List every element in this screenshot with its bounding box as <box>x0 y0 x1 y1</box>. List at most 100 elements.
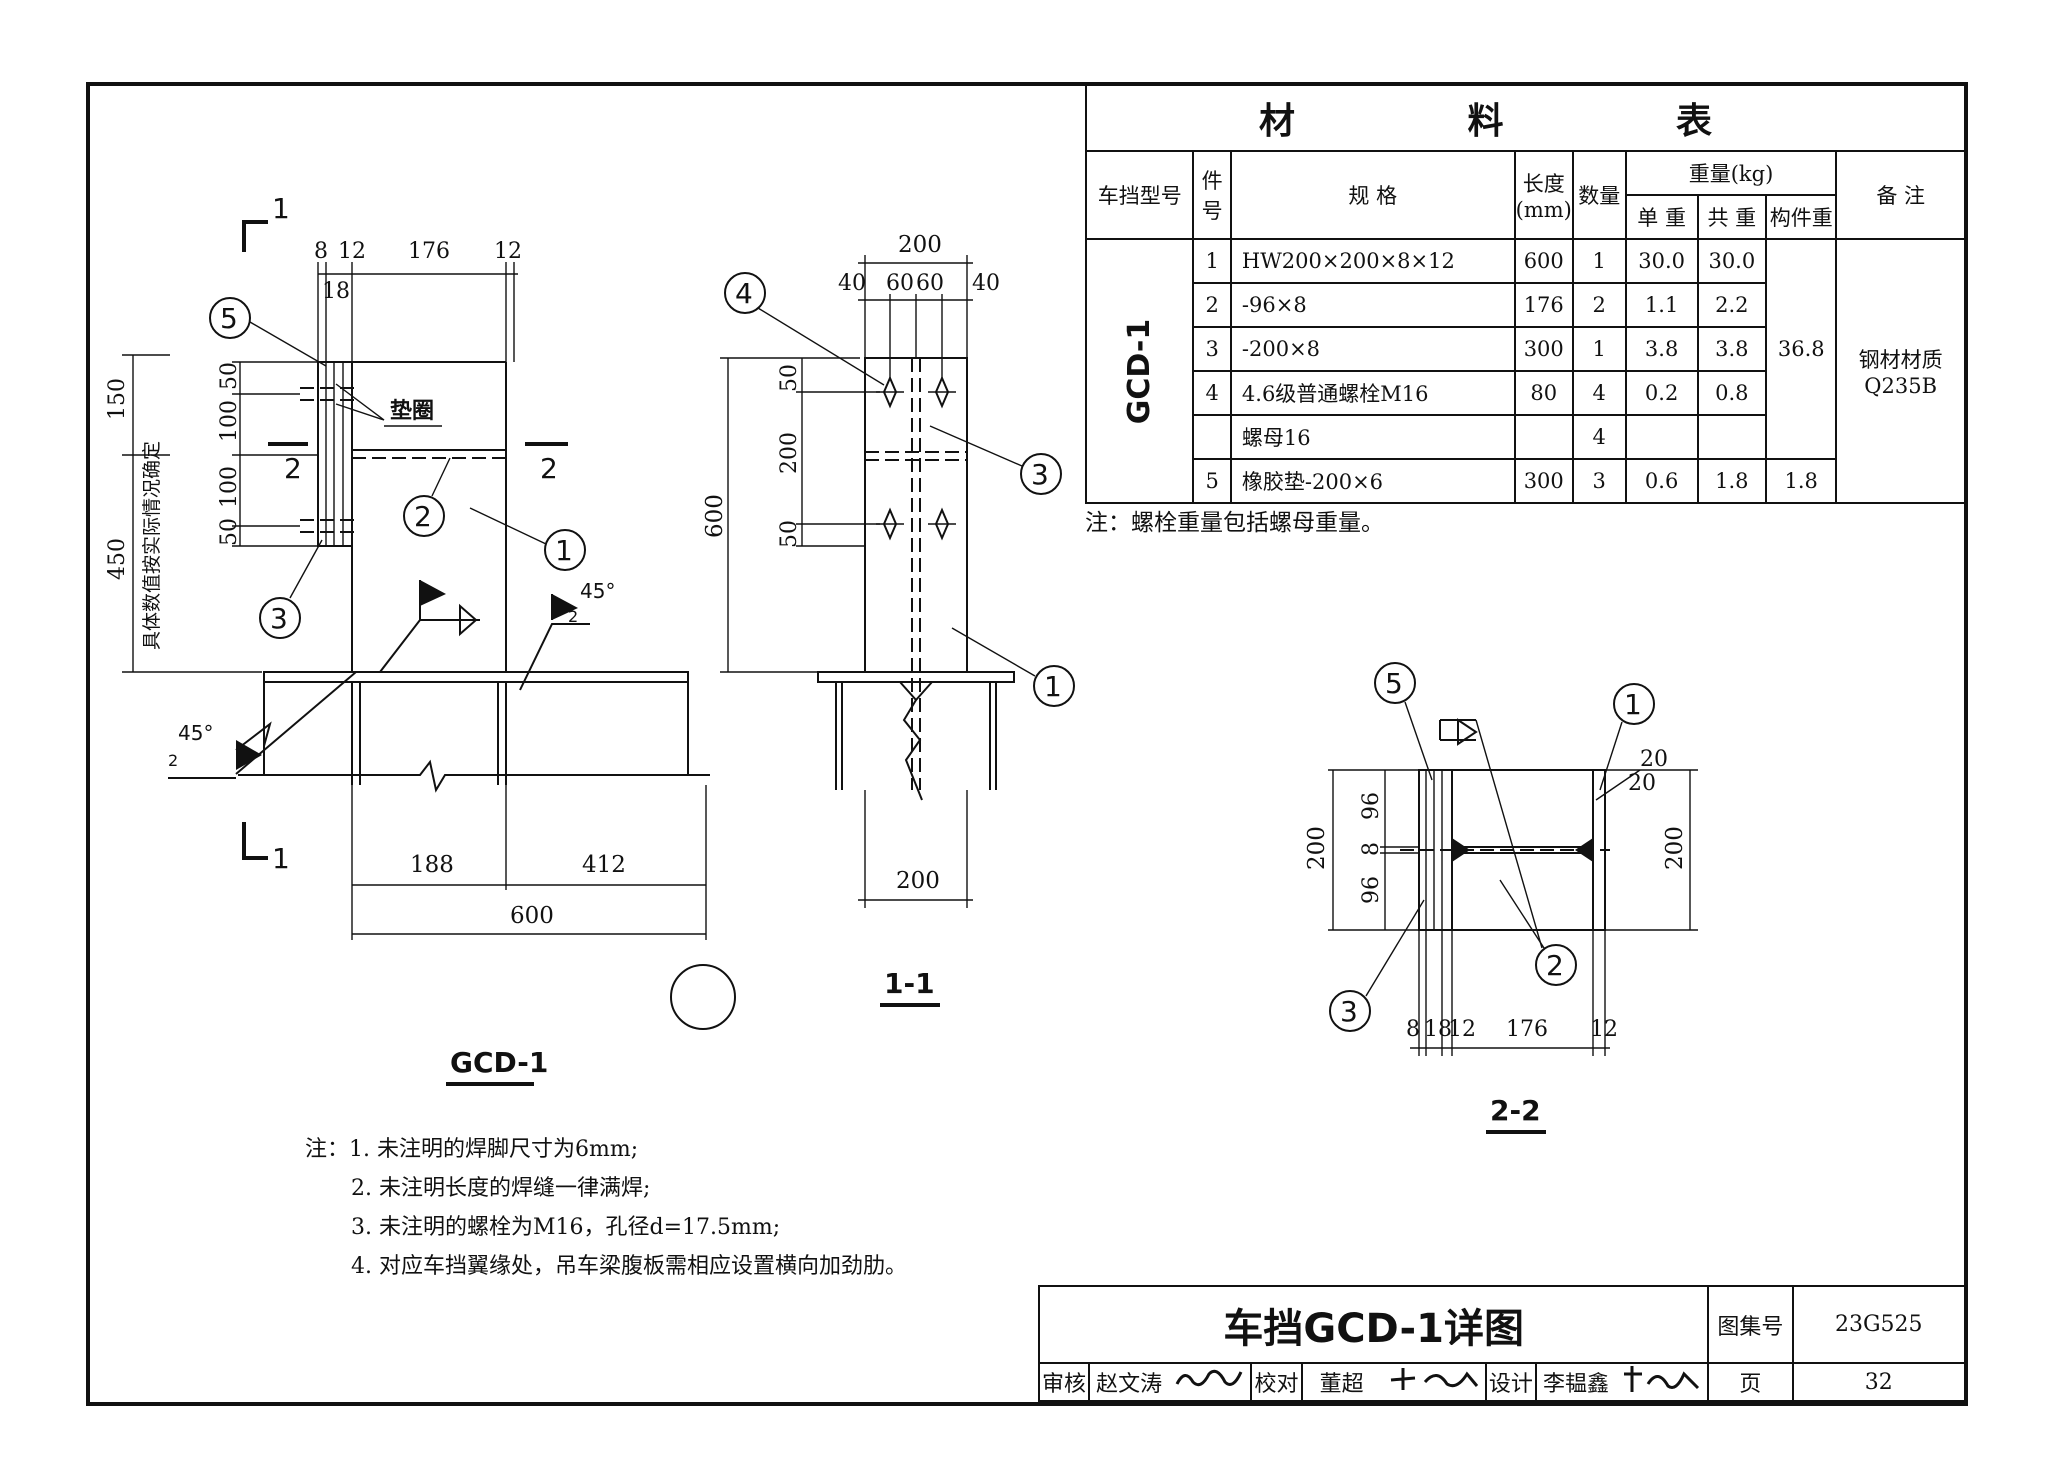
svg-text:2: 2 <box>1546 949 1564 982</box>
check-label: 校对 <box>1250 1362 1303 1402</box>
s11-dim-40a: 40 <box>838 271 866 296</box>
drawing-frame <box>86 82 1968 1406</box>
reviewer-name: 赵文涛 <box>1088 1362 1169 1402</box>
section-1-1-title: 1-1 <box>884 967 935 1000</box>
callout-5-s22 <box>1374 662 1416 704</box>
table-row: 螺母16 4 <box>1086 414 1965 460</box>
header-weight: 重量(kg) <box>1624 150 1838 196</box>
checker-signature <box>1380 1362 1487 1402</box>
design-label: 设计 <box>1484 1362 1537 1402</box>
dim-left-100a: 100 <box>217 400 242 442</box>
s11-dim-200: 200 <box>898 232 942 258</box>
header-type: 车挡型号 <box>1084 150 1195 240</box>
designer-signature <box>1615 1362 1710 1402</box>
svg-text:3: 3 <box>1340 995 1358 1028</box>
type-value: GCD-1 <box>1122 318 1158 424</box>
drawing-title: 车挡GCD-1详图 <box>1037 1285 1710 1364</box>
section-1-1-flange <box>817 671 1015 683</box>
dim-top-12a: 12 <box>338 239 366 264</box>
note-2: 2. 未注明长度的焊缝一律满焊; <box>351 1176 651 1201</box>
s11-dim-40b: 40 <box>972 271 1000 296</box>
dim-left-100b: 100 <box>217 466 242 508</box>
table-row: 4 4.6级普通螺栓M16 80 4 0.2 0.8 <box>1086 370 1965 416</box>
page-number: 32 <box>1791 1362 1966 1402</box>
material-table: 材 料 表 车挡型号 件号 规 格 长度(mm) 数量 重量(kg) 备 注 单… <box>1084 84 1966 504</box>
checker-name: 董超 <box>1300 1362 1381 1402</box>
svg-text:1: 1 <box>555 534 573 567</box>
s22-dim-12b: 12 <box>1590 1017 1618 1042</box>
reviewer-signature <box>1168 1362 1253 1402</box>
dim-left-50a: 50 <box>217 362 242 390</box>
break-line <box>238 759 710 793</box>
dim-top-8: 8 <box>314 239 328 264</box>
weld-angle-right: 45° <box>580 579 615 603</box>
title-block: 车挡GCD-1详图 图集号 23G525 审核 赵文涛 校对 董超 设计 李韫鑫… <box>1037 1285 1966 1402</box>
dim-top-176: 176 <box>408 239 450 264</box>
section-mark-2-left-label: 2 <box>284 452 302 485</box>
elevation-view: 1 1 2 2 <box>105 192 736 1086</box>
s22-dim-20a: 20 <box>1640 747 1668 772</box>
note-4: 4. 对应车挡翼缘处，吊车梁腹板需相应设置横向加劲肋。 <box>351 1254 907 1279</box>
reference-circle <box>670 964 736 1030</box>
bolts-elevation <box>300 387 360 533</box>
svg-text:1: 1 <box>1624 688 1642 721</box>
callout-4-s11 <box>724 272 766 314</box>
s22-dim-176: 176 <box>1506 1017 1548 1042</box>
designer-name: 李韫鑫 <box>1534 1362 1616 1402</box>
s22-dim-200-left: 200 <box>1304 826 1330 870</box>
table-row: 5 橡胶垫-200×6 300 3 0.6 1.8 1.8 <box>1086 458 1965 504</box>
atlas-number: 23G525 <box>1791 1285 1966 1364</box>
callout-5-elev <box>209 297 251 339</box>
dim-left-50b: 50 <box>217 518 242 546</box>
s11-dim-60a: 60 <box>886 271 914 296</box>
header-qty: 数量 <box>1571 150 1627 240</box>
header-remark: 备 注 <box>1835 150 1966 240</box>
s11-dim-60b: 60 <box>916 271 944 296</box>
s22-dim-96a: 96 <box>1359 792 1384 820</box>
s22-dim-200-right: 200 <box>1662 826 1688 870</box>
header-length: 长度(mm) <box>1513 150 1574 240</box>
s11-dim-600: 600 <box>702 494 728 538</box>
material-table-caption: 材 料 表 <box>1085 84 1966 152</box>
general-notes: 注：1. 未注明的焊脚尺寸为6mm; 2. 未注明长度的焊缝一律满焊; 3. 未… <box>305 1130 907 1286</box>
dim-top-12b: 12 <box>494 239 522 264</box>
header-unit-weight: 单 重 <box>1624 194 1699 240</box>
note-1: 1. 未注明的焊脚尺寸为6mm; <box>349 1137 639 1162</box>
table-row: 3 -200×8 300 1 3.8 3.8 <box>1086 326 1965 372</box>
header-member-weight: 构件重 <box>1765 194 1838 240</box>
dim-left-150: 150 <box>105 378 130 420</box>
section-mark-1-bottom-label: 1 <box>272 842 290 875</box>
section-mark-1-bottom <box>242 822 268 860</box>
callout-3-elev <box>259 597 301 639</box>
section-mark-2-right-label: 2 <box>540 452 558 485</box>
weld-size-right: 2 <box>568 607 578 626</box>
dim-bottom-188: 188 <box>410 852 454 878</box>
s22-dim-96b: 96 <box>1359 876 1384 904</box>
s22-dim-18: 18 <box>1424 1017 1452 1042</box>
crane-beam-flange <box>263 671 689 683</box>
header-part-no: 件号 <box>1192 150 1232 240</box>
notes-prefix: 注： <box>305 1137 350 1162</box>
s11-dim-200v: 200 <box>777 432 802 474</box>
table-row: GCD-1 1 HW200×200×8×12 600 1 30.0 30.0 3… <box>1084 238 1966 504</box>
page-label: 页 <box>1707 1362 1794 1402</box>
member-weight-pad: 1.8 <box>1765 458 1838 504</box>
callout-1-s22 <box>1613 683 1655 725</box>
section-2-2-title: 2-2 <box>1490 1094 1541 1127</box>
svg-text:1: 1 <box>1044 670 1062 703</box>
review-label: 审核 <box>1037 1362 1091 1402</box>
section-1-1-column <box>864 357 968 673</box>
callout-2-elev <box>403 495 445 537</box>
s11-dim-50a: 50 <box>777 364 802 392</box>
dim-left-450: 450 <box>105 538 130 580</box>
end-plate <box>317 361 353 547</box>
s11-dim-50b: 50 <box>777 520 802 548</box>
callout-3-s11 <box>1020 453 1062 495</box>
washer-label: 垫圈 <box>390 398 434 424</box>
s22-dim-8b: 8 <box>1406 1017 1420 1042</box>
dim-bottom-600: 600 <box>510 903 554 929</box>
dim-bottom-412: 412 <box>582 852 626 878</box>
weld-angle-left: 45° <box>178 721 213 745</box>
s22-dim-12a: 12 <box>1448 1017 1476 1042</box>
